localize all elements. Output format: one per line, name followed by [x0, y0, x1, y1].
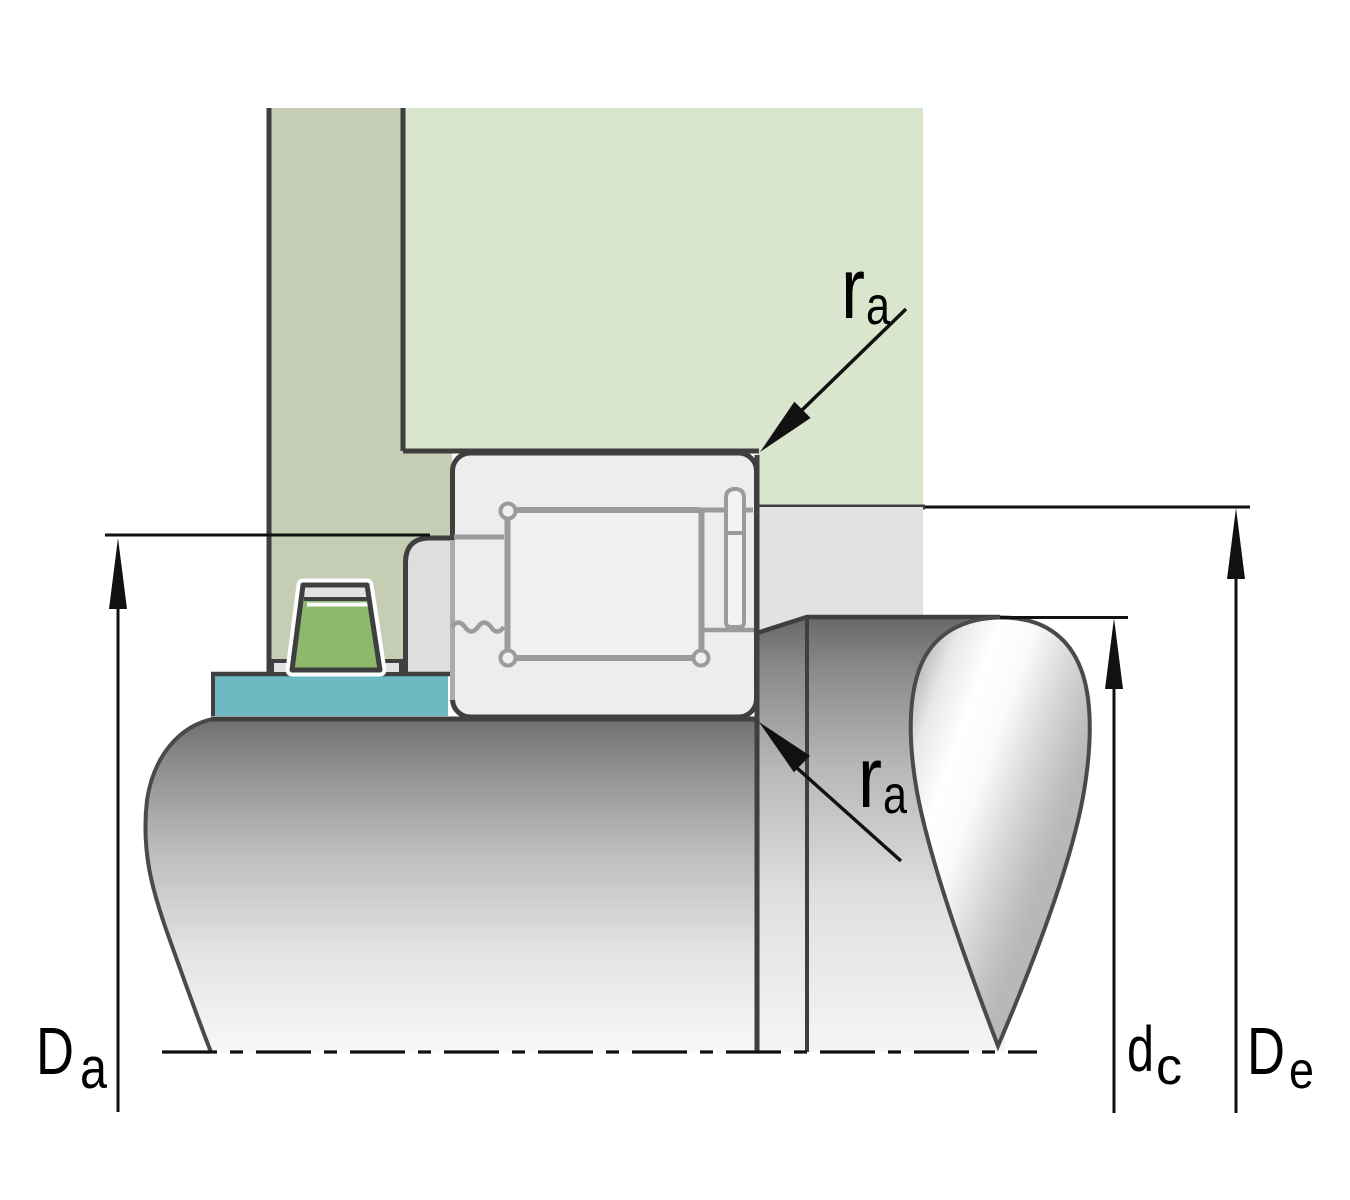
label-dc-sub: c [1156, 1038, 1182, 1096]
label-ra-bottom-sub: a [883, 765, 908, 825]
label-ra-bottom-main: r [858, 730, 882, 826]
spacer-ring [213, 676, 448, 716]
dim-arrow-dc [1105, 618, 1123, 689]
seal-outline [289, 582, 383, 673]
seal-cap [303, 585, 369, 599]
label-dc-main: d [1127, 1013, 1154, 1085]
shaft-body [145, 719, 758, 1052]
label-Da-main: D [36, 1014, 74, 1089]
dim-arrow-de [1227, 508, 1245, 579]
housing-cover [269, 108, 452, 672]
lubrication-slot [724, 486, 746, 629]
shaft-collar-section [757, 507, 923, 633]
ra-top-leader [796, 307, 908, 416]
roller [504, 507, 705, 661]
seal-carrier [403, 536, 452, 674]
ra-bottom-arrowhead [759, 722, 810, 773]
seal-carrier-outline [403, 535, 452, 674]
label-De-main: D [1247, 1014, 1285, 1089]
break-wavy-line [450, 620, 506, 634]
roller-corner-dot-tl [498, 501, 518, 521]
label-ra-top-sub: a [866, 276, 891, 336]
ra-bottom-leader [795, 766, 903, 863]
label-Da-sub: a [80, 1036, 108, 1101]
label-De-sub: e [1289, 1042, 1314, 1100]
dim-arrow-da [109, 538, 127, 609]
roller-corner-dot-bl [498, 648, 518, 668]
label-ra-top-main: r [841, 241, 865, 337]
shaft-left-silhouette [143, 717, 214, 1053]
roller-corner-dot-br [691, 648, 711, 668]
undercut-top-silhouette [756, 614, 1000, 636]
ra-top-arrowhead [760, 401, 811, 452]
